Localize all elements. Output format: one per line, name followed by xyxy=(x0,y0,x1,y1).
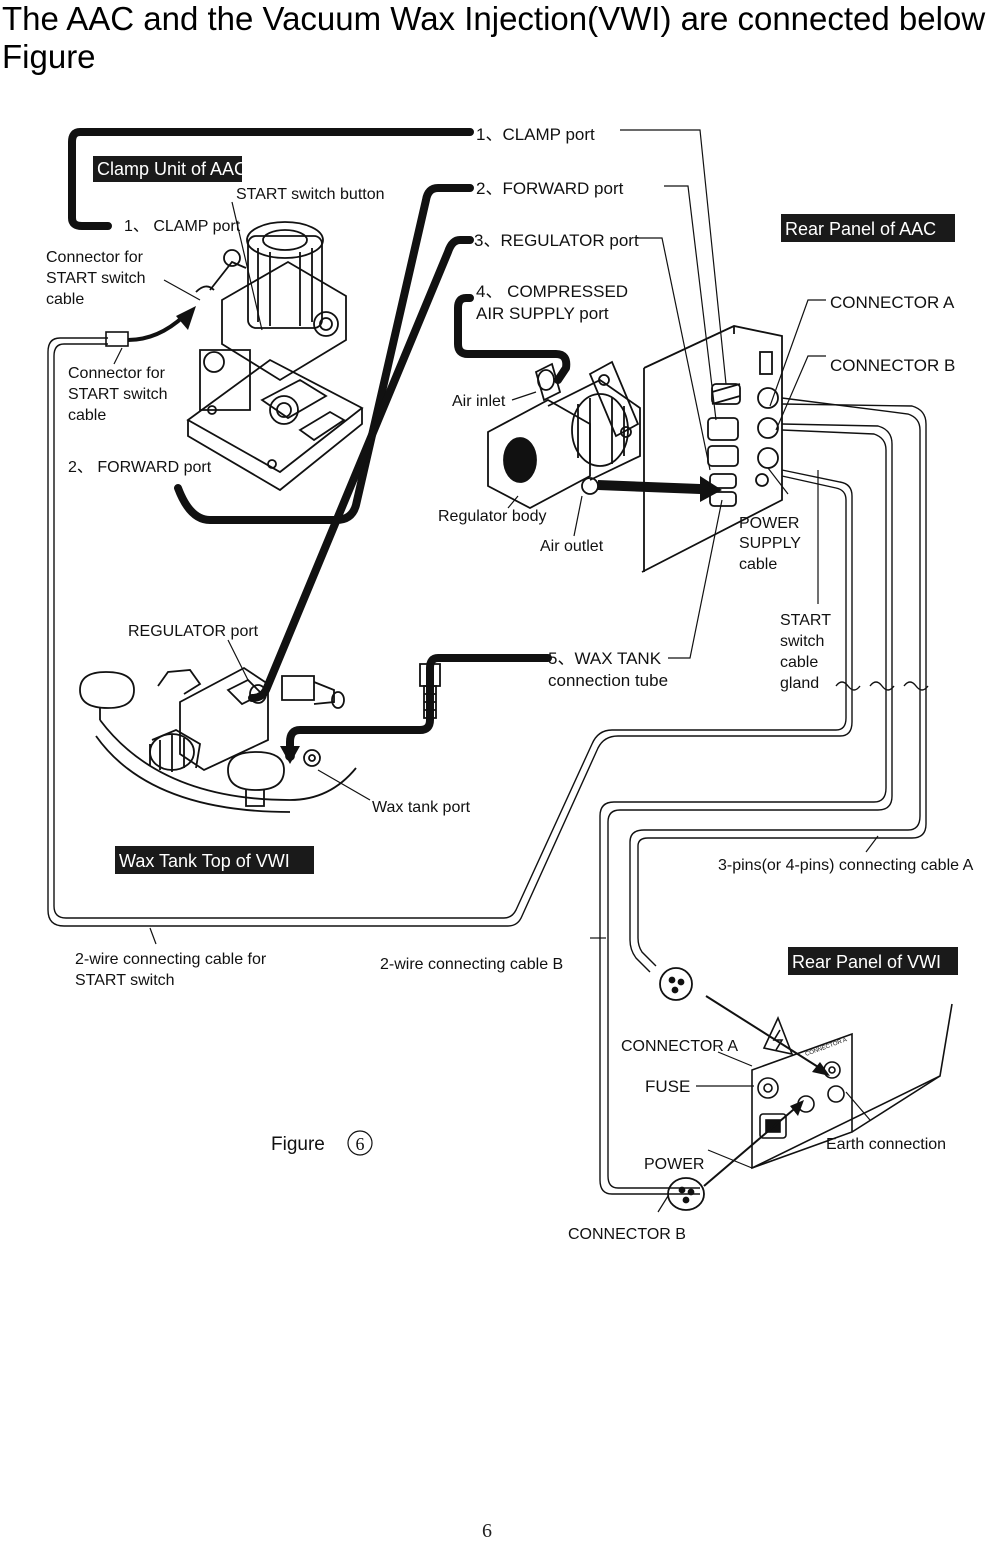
clamp-unit-illustration xyxy=(186,221,364,492)
clamp-unit-labels: START switch button 1、 CLAMP port Connec… xyxy=(46,186,385,476)
label-wax-tank-2: connection tube xyxy=(548,671,668,690)
label-connector-bottom-2: START switch xyxy=(68,386,168,403)
rear-panel-vwi xyxy=(751,1003,953,1170)
label-power-supply-2: SUPPLY xyxy=(739,535,801,552)
label-connector-bottom-3: cable xyxy=(68,407,106,424)
figure-number: 6 xyxy=(356,1134,365,1154)
label-connector-top-3: cable xyxy=(46,291,84,308)
box-rear-aac xyxy=(781,214,955,242)
label-forward-port-unit: 2、 FORWARD port xyxy=(68,459,212,476)
label-clamp-port: 1、CLAMP port xyxy=(476,125,595,144)
label-wax-tank-1: 5、WAX TANK xyxy=(548,649,662,668)
label-earth: Earth connection xyxy=(826,1136,946,1153)
regulator-tube xyxy=(248,236,474,702)
label-forward-port: 2、FORWARD port xyxy=(476,179,624,198)
cable-a-inner xyxy=(637,403,927,967)
start-cable-curve xyxy=(127,314,186,342)
gland-break-3 xyxy=(903,681,929,691)
box-rear-vwi xyxy=(788,947,958,975)
gland-break-2 xyxy=(869,681,895,691)
wax-tank-illustration xyxy=(79,663,441,813)
label-air-outlet: Air outlet xyxy=(540,538,604,555)
rear-aac-labels: CONNECTOR A CONNECTOR B POWER SUPPLY cab… xyxy=(739,293,955,692)
label-connector-top-1: Connector for xyxy=(46,249,144,266)
page-number: 6 xyxy=(482,1520,492,1542)
air-outlet-arrow xyxy=(598,476,722,502)
label-two-wire-start-2: START switch xyxy=(75,972,175,989)
label-power: POWER xyxy=(644,1156,704,1173)
svg-text:Rear Panel of VWI: Rear Panel of VWI xyxy=(792,952,941,972)
label-power-supply-3: cable xyxy=(739,556,777,573)
label-vwi-connector-a: CONNECTOR A xyxy=(621,1038,738,1055)
cable-labels: 3-pins(or 4-pins) connecting cable A 2-w… xyxy=(75,857,974,989)
vwi-plugs xyxy=(659,967,705,1211)
cable-b-outer xyxy=(599,429,887,1195)
label-connector-bottom-1: Connector for xyxy=(68,365,166,382)
label-vwi-connector-b: CONNECTOR B xyxy=(568,1226,686,1243)
cable-b-inner xyxy=(607,423,893,1189)
wax-tank-labels: REGULATOR port Wax tank port xyxy=(128,623,471,816)
cables xyxy=(47,337,929,1195)
air-tubes xyxy=(68,128,571,754)
label-start-switch-button: START switch button xyxy=(236,186,385,203)
label-two-wire-start-1: 2-wire connecting cable for xyxy=(75,951,267,968)
label-cable-a: 3-pins(or 4-pins) connecting cable A xyxy=(718,857,974,874)
figure-caption: Figure 6 xyxy=(271,1130,373,1156)
rear-vwi-labels: CONNECTOR A FUSE POWER Earth connection … xyxy=(568,1037,946,1243)
label-start-gland-4: gland xyxy=(780,675,819,692)
figure-label: Figure xyxy=(271,1134,325,1155)
label-air-inlet: Air inlet xyxy=(452,393,506,410)
label-compressed-air-2: AIR SUPPLY port xyxy=(476,304,609,323)
label-compressed-air-1: 4、 COMPRESSED xyxy=(476,282,628,301)
label-regulator-port: 3、REGULATOR port xyxy=(474,231,639,250)
wax-tank-tube xyxy=(286,654,552,754)
port-labels: 1、CLAMP port 2、FORWARD port 3、REGULATOR … xyxy=(474,125,668,690)
figure-number-circle xyxy=(347,1130,373,1156)
label-clamp-port-unit: 1、 CLAMP port xyxy=(124,218,241,235)
box-clamp-unit xyxy=(93,156,242,182)
label-start-gland-1: START xyxy=(780,612,831,629)
compressed-air-tube xyxy=(454,294,571,384)
label-connector-b: CONNECTOR B xyxy=(830,356,955,375)
rear-panel-aac xyxy=(641,325,783,573)
label-power-supply-1: POWER xyxy=(739,515,799,532)
wax-tank-arrow xyxy=(280,746,300,764)
start-cable-arrow xyxy=(176,306,196,330)
label-connector-a: CONNECTOR A xyxy=(830,293,955,312)
label-fuse: FUSE xyxy=(645,1077,690,1096)
label-boxes: Clamp Unit of AAC Rear Panel of AAC Wax … xyxy=(93,156,958,975)
label-connector-top-2: START switch xyxy=(46,270,146,287)
box-wax-tank-top xyxy=(115,846,314,874)
cable-start-outer xyxy=(47,337,853,927)
label-start-gland-2: switch xyxy=(780,633,824,650)
label-regulator-body: Regulator body xyxy=(438,508,547,525)
svg-text:Rear Panel of AAC: Rear Panel of AAC xyxy=(785,219,936,239)
label-panel-mark: CONNECTOR A xyxy=(805,1037,848,1058)
label-two-wire-b: 2-wire connecting cable B xyxy=(380,956,563,973)
label-regulator-port-vwi: REGULATOR port xyxy=(128,623,259,640)
label-start-gland-3: cable xyxy=(780,654,818,671)
regulator-illustration xyxy=(487,360,641,510)
vwi-arrows xyxy=(703,995,830,1187)
svg-text:Wax Tank Top of VWI: Wax Tank Top of VWI xyxy=(119,851,290,871)
clamp-tube xyxy=(68,128,474,230)
regulator-labels: Air inlet Regulator body Air outlet xyxy=(438,393,604,555)
forward-tube xyxy=(174,184,474,524)
label-wax-tank-port: Wax tank port xyxy=(372,799,471,816)
gland-break-1 xyxy=(835,681,861,691)
svg-text:Clamp Unit of AAC: Clamp Unit of AAC xyxy=(97,159,247,179)
cable-a-outer xyxy=(629,397,921,973)
start-connector-plug xyxy=(105,331,129,347)
cable-start-inner xyxy=(53,343,847,919)
page-title: The AAC and the Vacuum Wax Injection(VWI… xyxy=(2,0,986,75)
